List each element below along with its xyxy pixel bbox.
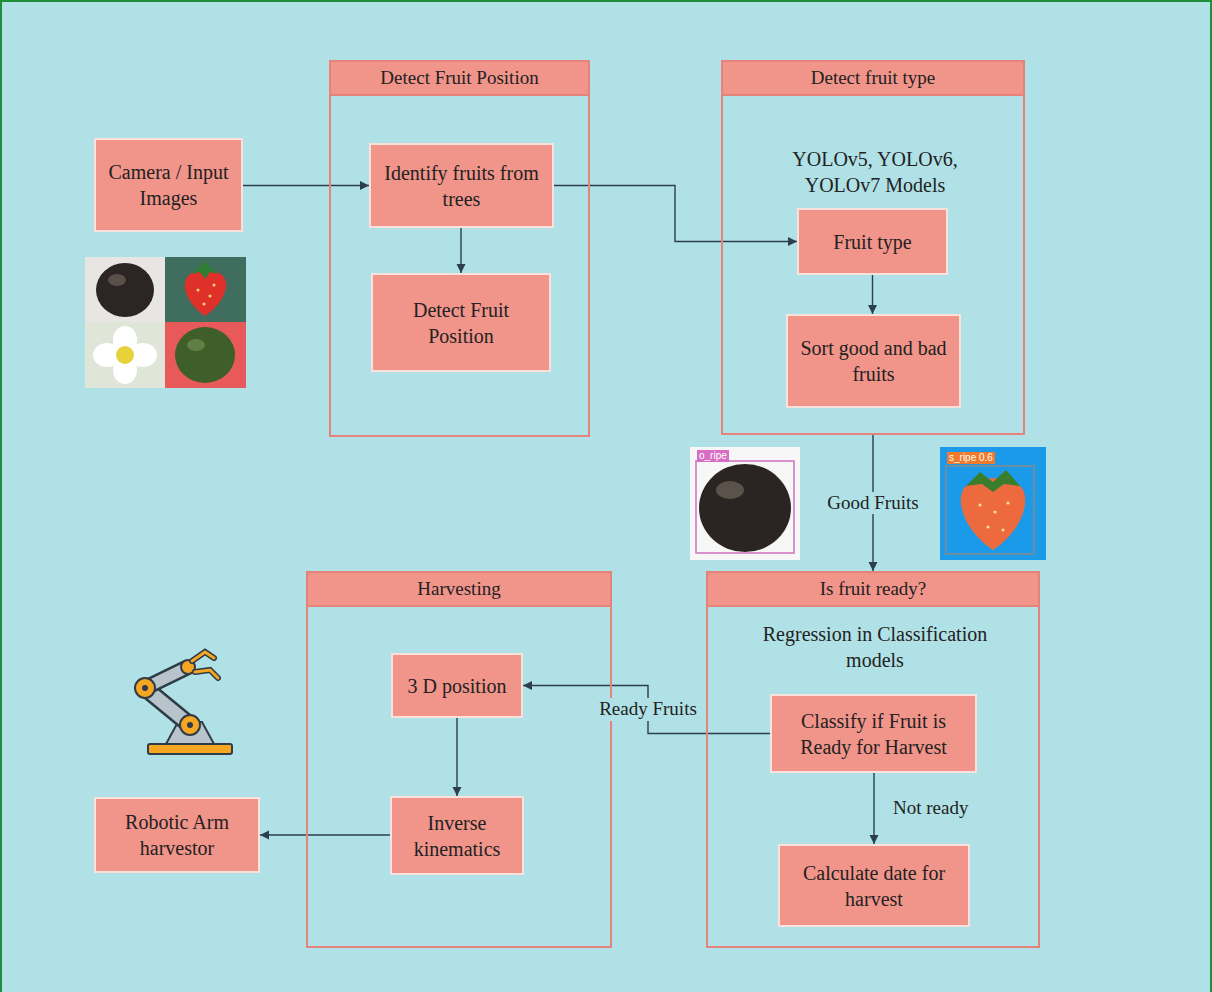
sample-thumbnails [187,339,205,351]
sample-thumbnails [85,322,165,388]
sample-thumbnails [108,274,126,286]
avocado-detection-image [696,461,794,553]
connector-line [554,186,797,242]
group-frame: Is fruit ready? Regression in Classificat… [706,571,1040,948]
arrow-head [868,305,877,314]
strawberry-detection-image [966,470,1020,492]
avocado-detection-image [699,464,791,552]
box-label: Camera / Input Images [102,159,235,211]
process-box: Identify fruits from trees [369,143,554,228]
box-label: Detect Fruit Position [379,297,543,349]
sample-thumbnails [213,284,216,287]
robot-arm-icon [135,652,232,754]
sample-thumbnails [192,262,218,279]
strawberry-detection-image [940,447,1046,560]
sample-thumbnails [116,346,134,364]
process-box: Inverse kinematics [390,796,524,875]
box-label: Inverse kinematics [398,810,516,862]
connector-line [873,773,874,844]
edge-label: Good Fruits [824,492,921,515]
box-label: Fruit type [833,229,911,255]
connector-line [243,185,369,186]
group-title: Detect fruit type [723,62,1023,96]
connector [453,718,462,796]
arrow-head [360,181,369,190]
group-subtitle: YOLOv5, YOLOv6, YOLOv7 Models [775,146,975,198]
sample-thumbnails [96,263,154,317]
avocado-detection-image [690,447,800,560]
robot-arm-icon [135,678,155,698]
arrow-head [260,831,269,840]
connector [870,773,879,844]
strawberry-detection-image [993,510,996,513]
connector-line [523,686,770,734]
box-label: Identify fruits from trees [377,160,546,212]
sample-thumbnails [203,303,206,306]
sample-thumbnails [85,257,246,388]
group-title: Detect Fruit Position [331,62,588,96]
strawberry-detection-image [940,447,1046,560]
strawberry-detection-image [946,466,1034,554]
process-box: Sort good and bad fruits [786,314,961,408]
process-box: Classify if Fruit is Ready for Harvest [770,694,977,773]
box-label: 3 D position [408,673,507,699]
sample-thumbnails [197,289,200,292]
detection-tag: s_ripe 0.6 [947,452,995,464]
process-box: 3 D position [391,653,523,718]
robot-arm-icon [148,744,232,754]
box-label: Robotic Arm harvestor [102,809,252,861]
robot-arm-icon [187,722,193,728]
avocado-detection-image [690,447,800,560]
strawberry-detection-image [1006,501,1009,504]
robot-arm-icon [180,715,200,735]
strawberry-detection-image [978,503,981,506]
sample-thumbnails [165,322,246,388]
sample-thumbnails [209,295,212,298]
connector [523,681,770,734]
robot-arm-icon [142,685,148,691]
sample-thumbnails [165,257,246,322]
process-box: Robotic Arm harvestor [94,797,260,873]
arrow-head [457,264,466,273]
box-label: Sort good and bad fruits [794,335,953,387]
group-title: Is fruit ready? [708,573,1038,607]
edge-label: Ready Fruits [596,698,700,721]
box-label: Calculate date for harvest [786,860,962,912]
process-box: Camera / Input Images [94,138,243,232]
group-subtitle: Regression in Classification models [760,621,990,673]
robot-arm-icon [192,652,214,661]
detection-tag: o_ripe [697,450,729,462]
box-label: Classify if Fruit is Ready for Harvest [778,708,969,760]
arrow-head [788,237,797,246]
edge-label: Not ready [890,797,971,820]
connector [243,181,369,190]
arrow-head [870,835,879,844]
sample-thumbnails [175,327,235,383]
connector [868,275,877,314]
arrow-head [453,787,462,796]
connector [260,831,390,840]
process-box: Detect Fruit Position [371,273,551,372]
sample-thumbnails [85,257,165,322]
group-title: Harvesting [308,573,610,607]
avocado-detection-image [716,481,744,499]
strawberry-detection-image [986,525,989,528]
connector-line [260,834,390,835]
process-box: Calculate date for harvest [778,844,970,927]
group-frame: Detect Fruit PositionIdentify fruits fro… [329,60,590,437]
robot-arm-icon [192,652,214,661]
connector [554,186,797,247]
group-frame: Detect fruit typeYOLOv5, YOLOv6, YOLOv7 … [721,60,1025,435]
robot-arm-icon [195,670,218,678]
connector-line [456,718,457,796]
robot-arm-icon [195,670,218,678]
connector [457,228,466,273]
arrow-head [869,562,878,571]
arrow-head [523,681,532,690]
group-frame: Harvesting 3 D positionInverse kinematics [306,571,612,948]
strawberry-detection-image [1001,528,1004,531]
process-box: Fruit type [797,208,948,275]
